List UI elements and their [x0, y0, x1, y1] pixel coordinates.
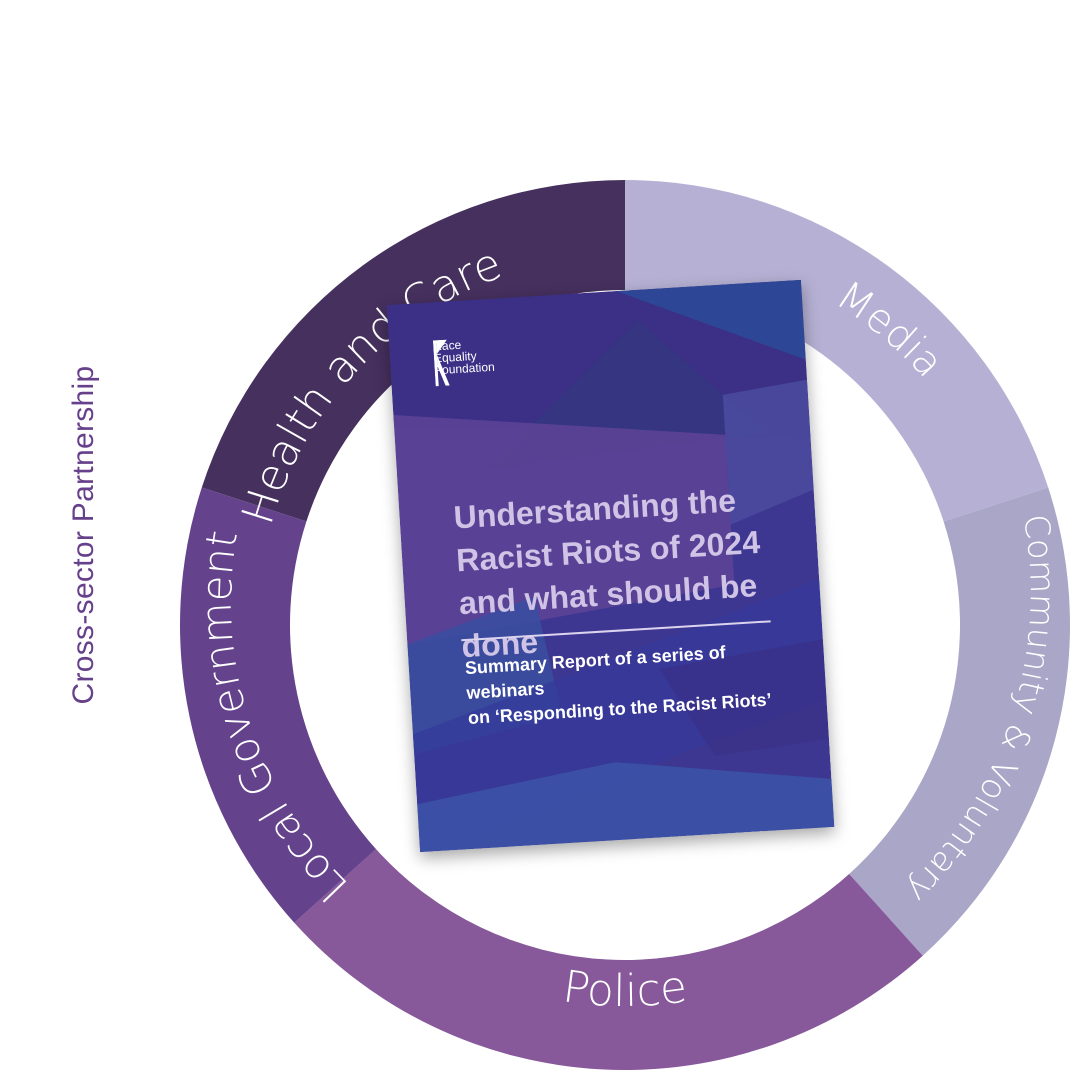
cover-background: [386, 279, 835, 853]
ring-segment-media: [625, 180, 1049, 522]
side-title: Cross-sector Partnership: [67, 365, 100, 705]
ring-segment-community-voluntary: [849, 487, 1070, 956]
foundation-logo: Race Equality Foundation: [433, 337, 495, 387]
ring-segment-police: [294, 849, 923, 1070]
segment-label-police: Police: [560, 961, 690, 1017]
report-cover: Race Equality Foundation Understanding t…: [386, 279, 835, 853]
logo-mark-icon: [432, 339, 450, 387]
ring-segment-local-government: [180, 487, 377, 923]
